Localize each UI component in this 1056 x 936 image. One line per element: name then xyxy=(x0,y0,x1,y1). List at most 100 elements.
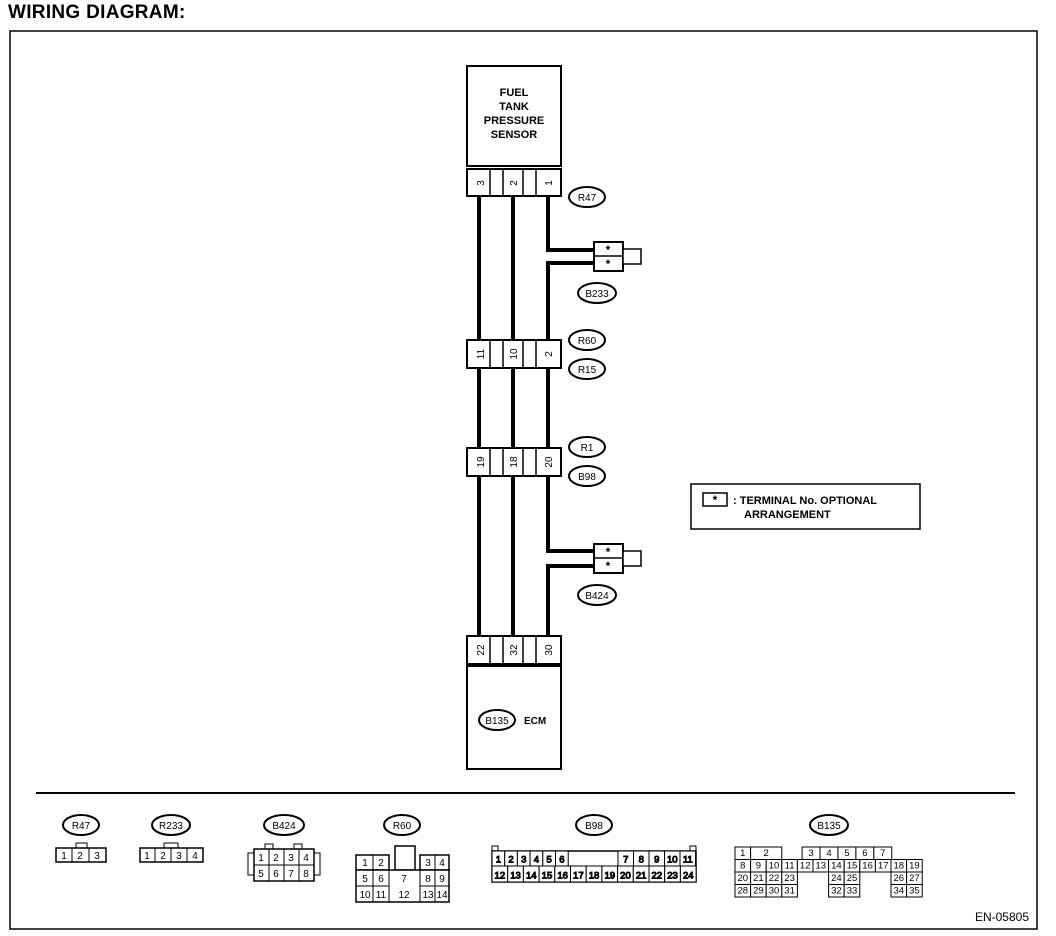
b233-pin-2: * xyxy=(606,257,611,271)
ecm-connector-tag: B135 xyxy=(478,709,516,731)
b135-pin-24: 24 xyxy=(831,873,842,884)
b135-pin-32: 32 xyxy=(831,886,842,897)
sensor-label-line-1: FUEL xyxy=(500,87,529,99)
b424-face-view: B424 1 2 3 4 5 6 7 8 xyxy=(247,814,321,882)
b135-pin-7: 7 xyxy=(880,848,885,859)
b98-pin-6: 6 xyxy=(559,855,564,866)
b135-pin-5: 5 xyxy=(844,848,849,859)
svg-text:12: 12 xyxy=(398,890,410,901)
b98-pin-10: 10 xyxy=(667,855,678,866)
svg-text:3: 3 xyxy=(288,853,294,864)
b135-pin-2: 2 xyxy=(764,848,769,859)
b98-pin-12: 12 xyxy=(495,871,506,882)
svg-text:3: 3 xyxy=(94,851,100,862)
r1-terminal-19: 19 xyxy=(476,456,487,468)
svg-text:7: 7 xyxy=(401,874,407,885)
b135-pin-14: 14 xyxy=(831,861,842,872)
b135-pin-10: 10 xyxy=(769,861,780,872)
b98-pin-11: 11 xyxy=(683,855,693,866)
b135-pin-23: 23 xyxy=(784,873,795,884)
figure-code: EN-05805 xyxy=(975,910,1029,924)
svg-text:B233: B233 xyxy=(585,289,609,300)
b98-connector-tag: B98 xyxy=(568,465,606,487)
b424-connector-tag: B424 xyxy=(577,584,617,606)
b135-pin-16: 16 xyxy=(862,861,873,872)
b135-pin-30: 30 xyxy=(769,886,780,897)
svg-text:9: 9 xyxy=(439,874,445,885)
r60-terminal-strip: 11 10 2 xyxy=(466,339,562,369)
svg-text:4: 4 xyxy=(303,853,309,864)
b135-terminal-30: 30 xyxy=(544,644,555,656)
b135-pin-29: 29 xyxy=(753,886,764,897)
b135-pin-12: 12 xyxy=(800,861,811,872)
b98-pin-23: 23 xyxy=(667,871,678,882)
ecm-label: ECM xyxy=(524,716,546,727)
r60-terminal-11: 11 xyxy=(476,348,487,359)
b98-pin-1: 1 xyxy=(496,855,501,866)
diagram-frame xyxy=(9,30,1038,930)
b135-terminal-32: 32 xyxy=(509,644,520,656)
b135-pin-34: 34 xyxy=(894,886,905,897)
b98-pin-22: 22 xyxy=(652,871,663,882)
svg-text:B424: B424 xyxy=(272,821,296,832)
b135-pin-33: 33 xyxy=(847,886,858,897)
r47-face-view: R47 1 2 3 xyxy=(55,814,107,863)
b98-pin-19: 19 xyxy=(604,871,615,882)
svg-text:4: 4 xyxy=(192,851,198,862)
r60-face-view: R60 1 2 3 4 5 6 7 8 9 10 11 12 13 14 xyxy=(355,814,450,903)
svg-text:1: 1 xyxy=(61,851,67,862)
svg-text:8: 8 xyxy=(303,869,309,880)
b233-connector-tag: B233 xyxy=(577,282,617,304)
svg-text:5: 5 xyxy=(258,869,264,880)
r1-terminal-strip: 19 18 20 xyxy=(466,447,562,477)
svg-text:3: 3 xyxy=(425,858,431,869)
svg-text:R60: R60 xyxy=(393,821,412,832)
r1-connector-tag: R1 xyxy=(568,436,606,458)
svg-text:B135: B135 xyxy=(485,716,509,727)
r233-face-view: R233 1 2 3 4 xyxy=(139,814,204,863)
svg-text:14: 14 xyxy=(436,890,448,901)
svg-text:1: 1 xyxy=(362,858,368,869)
svg-text:R233: R233 xyxy=(159,821,183,832)
b135-pin-28: 28 xyxy=(738,886,749,897)
sensor-label-line-2: TANK xyxy=(499,101,529,113)
svg-text:R1: R1 xyxy=(581,443,594,454)
svg-text:B98: B98 xyxy=(578,472,596,483)
legend-line-2: ARRANGEMENT xyxy=(744,509,831,521)
b135-pin-1: 1 xyxy=(740,848,745,859)
r47-terminal-strip: 3 2 1 xyxy=(466,168,562,197)
r60-terminal-10: 10 xyxy=(509,348,520,360)
svg-text:6: 6 xyxy=(273,869,279,880)
b98-pin-16: 16 xyxy=(557,871,568,882)
b98-pin-2: 2 xyxy=(508,855,513,866)
b135-pin-25: 25 xyxy=(847,873,858,884)
svg-text:R15: R15 xyxy=(578,365,597,376)
b135-pin-11: 11 xyxy=(785,861,795,872)
svg-text:10: 10 xyxy=(359,890,371,901)
b135-pin-22: 22 xyxy=(769,873,780,884)
svg-text:2: 2 xyxy=(160,851,166,862)
b98-pin-5: 5 xyxy=(547,855,552,866)
b135-pin-17: 17 xyxy=(878,861,889,872)
b135-pin-31: 31 xyxy=(784,886,795,897)
b135-terminal-22: 22 xyxy=(476,644,487,656)
r60-terminal-2: 2 xyxy=(544,351,555,357)
b135-pin-9: 9 xyxy=(756,861,761,872)
r60-connector-tag: R60 xyxy=(568,329,606,351)
svg-text:3: 3 xyxy=(176,851,182,862)
b98-pin-3: 3 xyxy=(521,855,526,866)
b98-pin-9: 9 xyxy=(654,855,659,866)
b98-pin-21: 21 xyxy=(636,871,647,882)
svg-text:13: 13 xyxy=(422,890,434,901)
svg-text:R47: R47 xyxy=(72,821,91,832)
harness-wires xyxy=(477,196,594,636)
b135-pin-6: 6 xyxy=(862,848,867,859)
b98-pin-18: 18 xyxy=(589,871,600,882)
b424-pin-2: * xyxy=(606,559,611,573)
svg-text:11: 11 xyxy=(376,890,387,901)
r47-terminal-1: 1 xyxy=(544,180,555,186)
b135-pin-8: 8 xyxy=(740,861,745,872)
page-title: WIRING DIAGRAM: xyxy=(8,2,186,23)
